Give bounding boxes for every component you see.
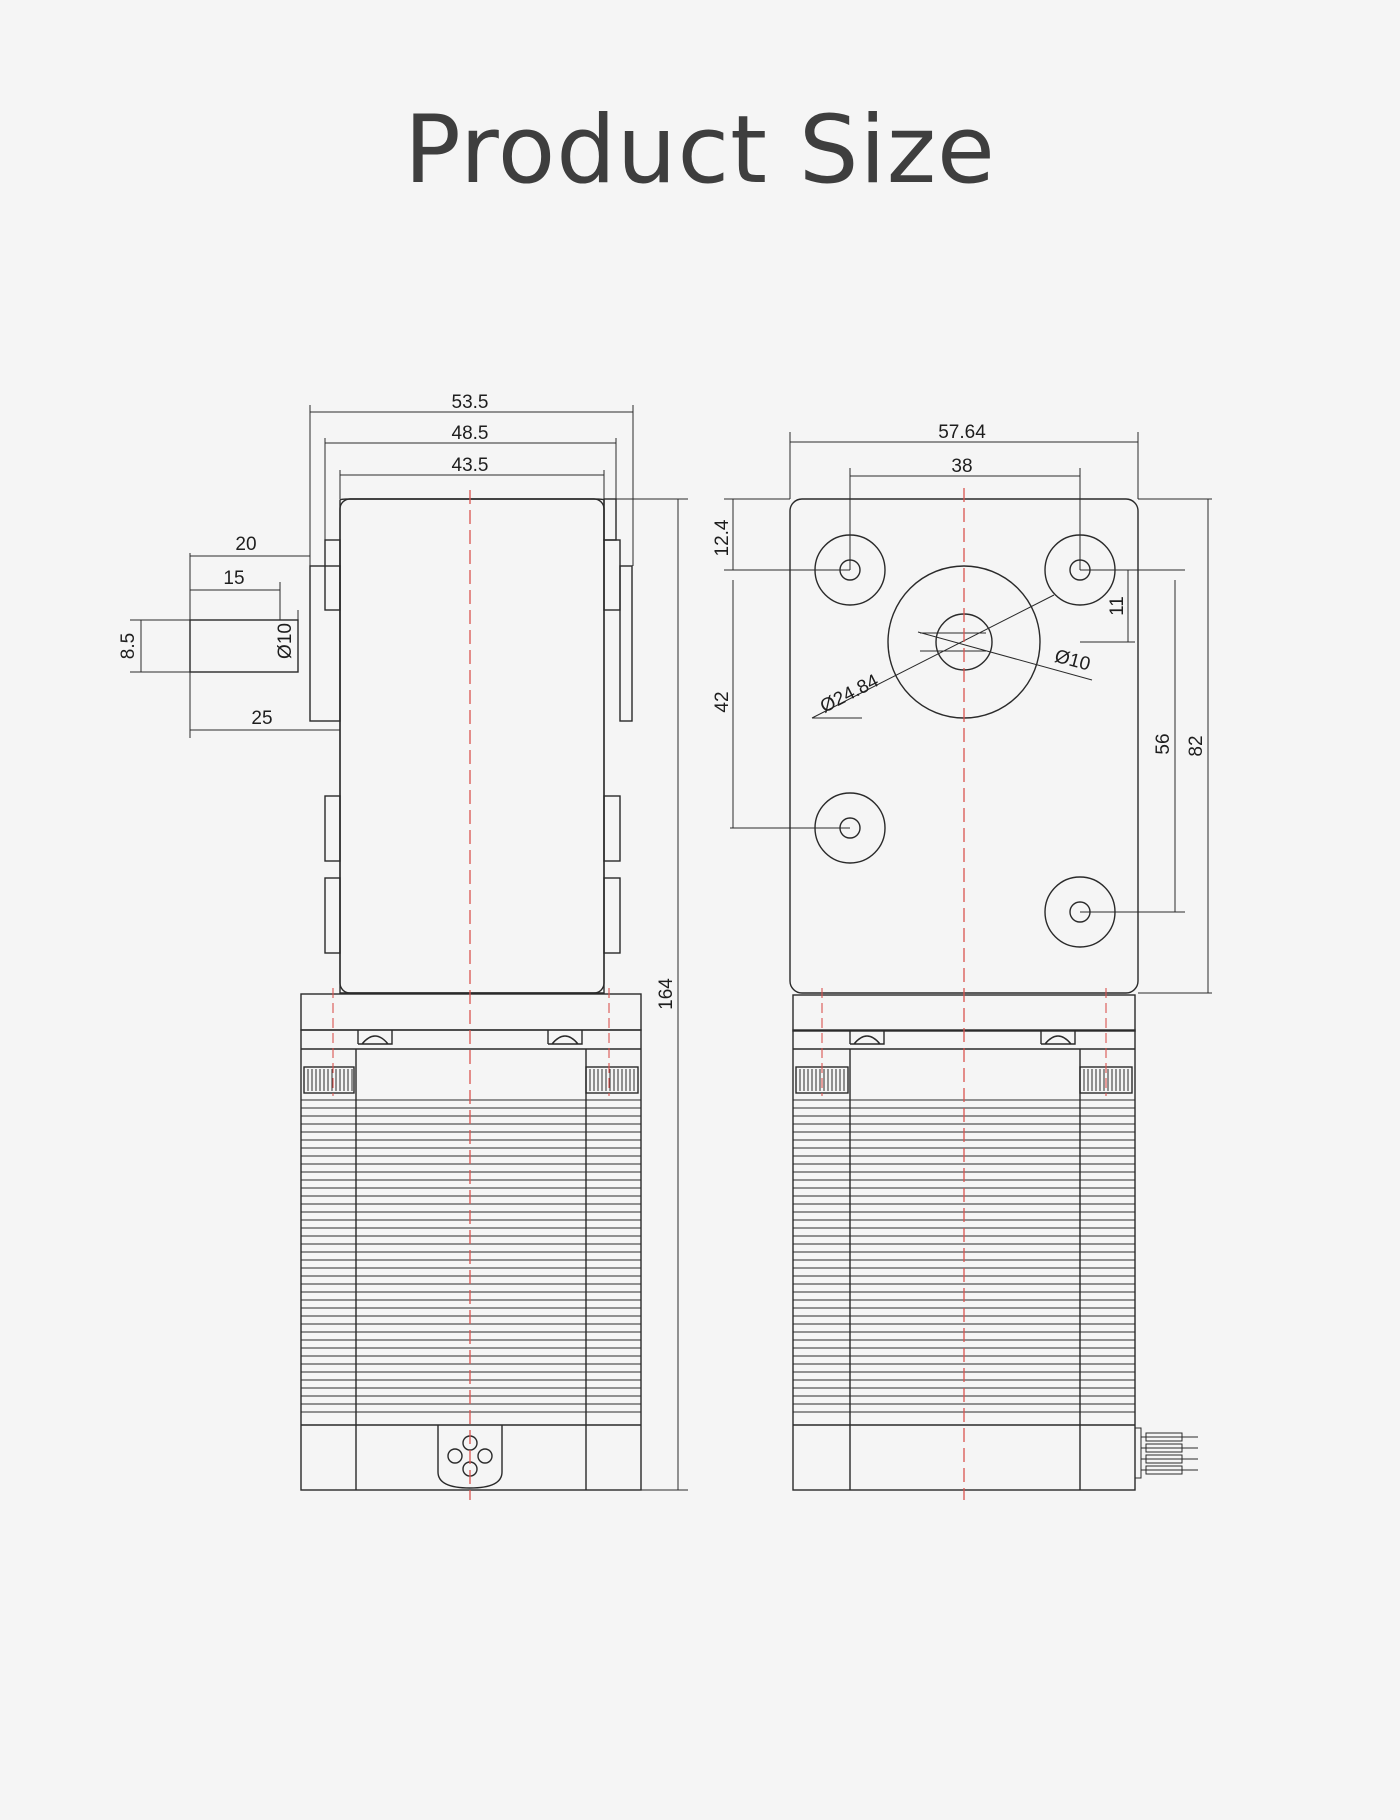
- dim-width-43-5: 43.5: [452, 455, 489, 476]
- front-lead-wires: [1134, 1427, 1198, 1479]
- side-tab-left-2: [324, 795, 341, 862]
- side-dimension-lines: [130, 405, 688, 1491]
- dim-top-12-4: 12.4: [712, 519, 733, 556]
- side-screw-left: [303, 1066, 355, 1094]
- dim-shaft-15: 15: [223, 568, 244, 589]
- side-tab-right-3: [603, 877, 621, 954]
- side-shaft-boss: [309, 565, 341, 722]
- dim-shaft-25: 25: [251, 708, 272, 729]
- side-motor-body: [300, 1029, 642, 1491]
- page-title: Product Size: [404, 96, 996, 205]
- dim-width-57-64: 57.64: [938, 422, 986, 443]
- front-bearing-cap-right: [1040, 1030, 1076, 1045]
- side-motor-fins: [301, 1069, 641, 1413]
- side-bearing-cap-left: [357, 1030, 393, 1045]
- front-bearing-cap-left: [849, 1030, 885, 1045]
- side-tab-left-3: [324, 877, 341, 954]
- dim-holes-38: 38: [951, 456, 972, 477]
- side-bearing-cap-right: [547, 1030, 583, 1045]
- dim-shaft-diameter: Ø10: [275, 623, 296, 659]
- dim-boss-diameter: Ø24.84: [817, 670, 882, 717]
- side-tab-left-1: [324, 539, 341, 611]
- side-tab-right-1: [603, 539, 621, 611]
- dim-width-48-5: 48.5: [452, 423, 489, 444]
- side-connector-pin-2: [447, 1448, 463, 1464]
- dim-flat-8-5: 8.5: [118, 633, 139, 659]
- dim-shaft-20: 20: [235, 534, 256, 555]
- side-connector: [437, 1425, 503, 1489]
- dim-height-82: 82: [1186, 735, 1207, 756]
- side-gearbox-outline: [339, 498, 605, 994]
- dim-holes-56: 56: [1153, 733, 1174, 754]
- side-tab-right-top: [603, 498, 617, 541]
- side-view: 53.5 48.5 43.5 20 15 25 Ø10 8.5 164: [118, 392, 688, 1500]
- dim-height-164: 164: [656, 978, 677, 1010]
- dim-holes-42: 42: [712, 691, 733, 712]
- dim-width-53-5: 53.5: [452, 392, 489, 413]
- front-dimension-lines: [724, 432, 1212, 994]
- dim-offset-11: 11: [1107, 596, 1128, 616]
- side-connector-pin-3: [477, 1448, 493, 1464]
- side-tab-right-2: [603, 795, 621, 862]
- side-gearbox-body: [339, 498, 605, 994]
- side-motor-flange: [300, 993, 642, 1031]
- side-tab-right-top-2: [619, 565, 633, 722]
- front-view: 57.64 38 12.4 42 11 56 82 Ø10 Ø24.84: [712, 422, 1212, 1500]
